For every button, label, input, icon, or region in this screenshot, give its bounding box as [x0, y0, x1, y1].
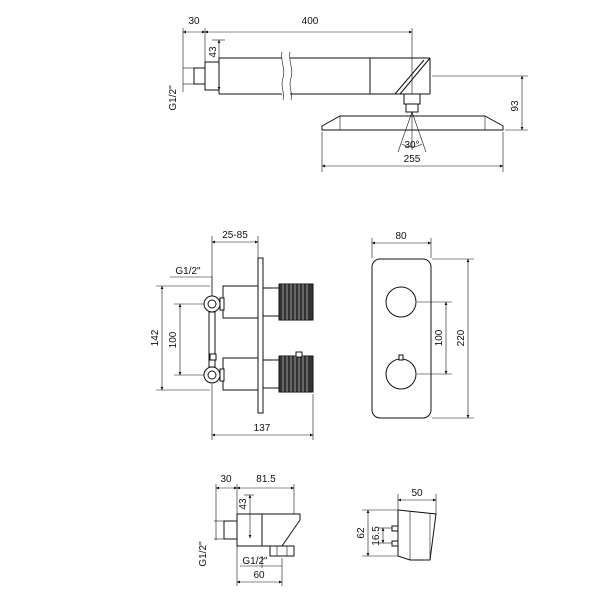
outlet-depth-label: 30	[220, 474, 232, 485]
arm-thread-label: G1/2"	[168, 85, 179, 111]
outlet-height-label: 43	[238, 498, 249, 510]
shower-arm-view: 30 400 43 G1/2" 93 30° 255	[168, 16, 528, 172]
holder-height-label: 62	[356, 527, 367, 539]
arm-elbow-bevel	[399, 57, 431, 95]
mixer-side-view: 25-85 G1/2" 142 100 137	[150, 230, 314, 440]
mixer-cover-plate	[257, 257, 264, 414]
holder-view: 50 62 16.5	[356, 488, 437, 561]
holder-spacing-label: 16.5	[371, 526, 382, 546]
shower-head	[321, 115, 504, 131]
outlet-length-label: 81.5	[256, 474, 276, 485]
outlet-flange	[236, 513, 263, 547]
mixer-upper-knob	[278, 283, 314, 321]
mixer-outer-height-label: 142	[150, 329, 161, 346]
mixer-inner-height-label: 100	[168, 331, 179, 348]
front-height-label: 220	[456, 329, 467, 346]
mixer-upper-handle	[385, 286, 417, 318]
arm-angle-label: 30°	[404, 140, 419, 151]
arm-wall-connector	[193, 67, 206, 85]
mixer-upper-body	[222, 285, 259, 319]
outlet-lower-thread-label: G1/2"	[242, 556, 268, 567]
mixer-front-plate	[371, 258, 432, 419]
arm-break-left	[281, 51, 285, 101]
arm-drop-label: 93	[510, 100, 521, 112]
arm-wall-flange	[204, 61, 220, 91]
arm-swivel-joint	[403, 93, 421, 105]
arm-length-label: 400	[302, 16, 319, 27]
arm-depth-label: 30	[188, 16, 200, 27]
front-width-label: 80	[395, 231, 407, 242]
mixer-lower-knob	[278, 355, 314, 393]
outlet-hose-connector	[269, 545, 295, 557]
mixer-lower-handle	[385, 358, 417, 390]
arm-break-right	[289, 51, 293, 101]
outlet-width-label: 60	[253, 570, 265, 581]
mixer-thread-label: G1/2"	[175, 266, 201, 277]
mixer-total-depth-label: 137	[254, 423, 271, 434]
holder-body	[397, 509, 437, 561]
outlet-thread-label: G1/2"	[198, 541, 209, 567]
mixer-front-view: 80 100 220	[371, 231, 474, 419]
outlet-body	[261, 513, 301, 547]
mixer-lower-body	[222, 357, 259, 391]
arm-height-label: 43	[208, 46, 219, 58]
arm-head-width-label: 255	[404, 154, 421, 165]
mixer-depth-label: 25-85	[222, 230, 248, 241]
front-spacing-label: 100	[434, 329, 445, 346]
outlet-connector	[223, 520, 238, 540]
wall-outlet-view: 30 81.5 43 G1/2" G1/2" 60	[198, 474, 301, 586]
holder-width-label: 50	[411, 488, 423, 499]
